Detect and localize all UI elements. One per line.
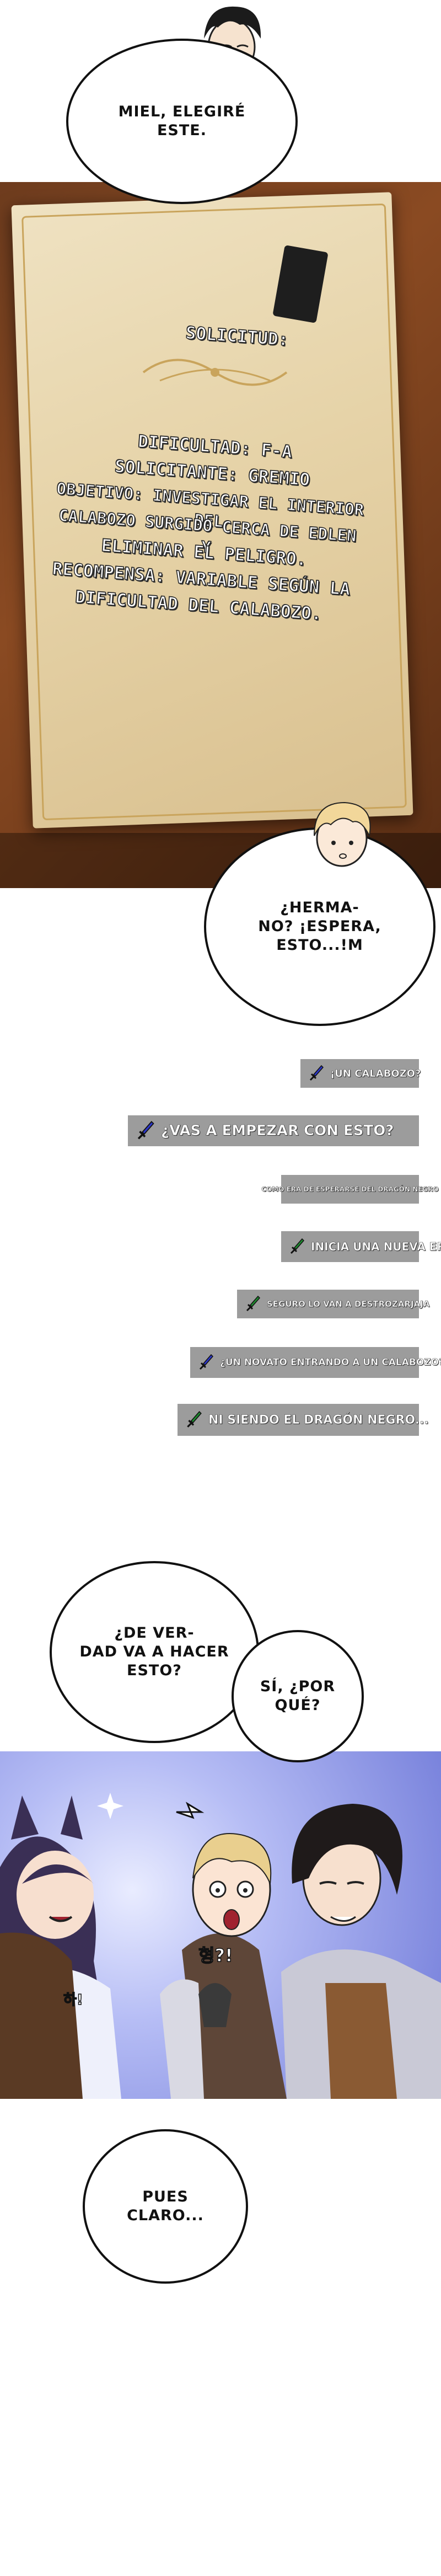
dagger-icon [309,1065,324,1081]
dagger-icon [290,1238,304,1254]
comment-text: ¿VAS A EMPEZAR CON ESTO? [161,1123,394,1140]
speech-bubble-2: ¿HERMA- NO? ¡ESPERA, ESTO...!M [204,827,435,1026]
bubble-text: ¿HERMA- NO? ¡ESPERA, ESTO...!M [258,899,381,954]
chat-comment: ¡UN CALABOZO? [300,1059,421,1088]
chat-comment: COMO ERA DE ESPERARSE DEL DRAGÓN NEGRO [261,1175,439,1204]
characters-illustration [0,1793,441,2099]
bubble-text: SÍ, ¿POR QUÉ? [260,1678,336,1714]
sfx-text: 형?! [198,1944,233,1966]
comment-text: ¡UN CALABOZO? [330,1067,421,1079]
ornament-flourish [142,359,288,386]
dagger-icon [187,1410,202,1428]
chat-comment: INICIA UNA NUEVA ERA [281,1231,441,1262]
chat-comment: ¿VAS A EMPEZAR CON ESTO? [128,1115,419,1146]
comment-text: ¿UN NOVATO ENTRANDO A UN CALABOZO? [220,1357,441,1369]
blond-head-illustration [300,794,383,872]
document-panel: SOLICITUD: DIFICULTAD: F-A SOLICITANTE: … [0,182,441,888]
comment-text: COMO ERA DE ESPERARSE DEL DRAGÓN NEGRO [261,1185,439,1194]
dagger-icon [246,1295,260,1312]
chat-comment: ¿UN NOVATO ENTRANDO A UN CALABOZO? [190,1347,441,1378]
comment-text: SEGURO LO VAN A DESTROZARJAJA [267,1299,430,1310]
speech-bubble-3: ¿DE VER- DAD VA A HACER ESTO? [50,1561,259,1743]
comment-text: INICIA UNA NUEVA ERA [311,1240,441,1254]
bubble-text: PUES CLARO... [127,2188,204,2224]
chat-comment: NI SIENDO EL DRAGÓN NEGRO... [178,1404,429,1436]
speech-bubble-5: PUES CLARO... [83,2129,248,2284]
chat-comment: SEGURO LO VAN A DESTROZARJAJA [237,1290,430,1318]
sfx-text: 하! [63,1991,83,2009]
speech-bubble-1: MIEL, ELEGIRÉ ESTE. [66,39,298,204]
comment-text: NI SIENDO EL DRAGÓN NEGRO... [208,1413,429,1427]
bubble-text: MIEL, ELEGIRÉ ESTE. [118,103,246,139]
dagger-icon [199,1354,213,1370]
characters-scene-panel: 형?! 하! [0,1751,441,2099]
bubble-text: ¿DE VER- DAD VA A HACER ESTO? [79,1624,229,1679]
dagger-icon [137,1121,154,1140]
speech-bubble-4: SÍ, ¿POR QUÉ? [232,1630,364,1762]
